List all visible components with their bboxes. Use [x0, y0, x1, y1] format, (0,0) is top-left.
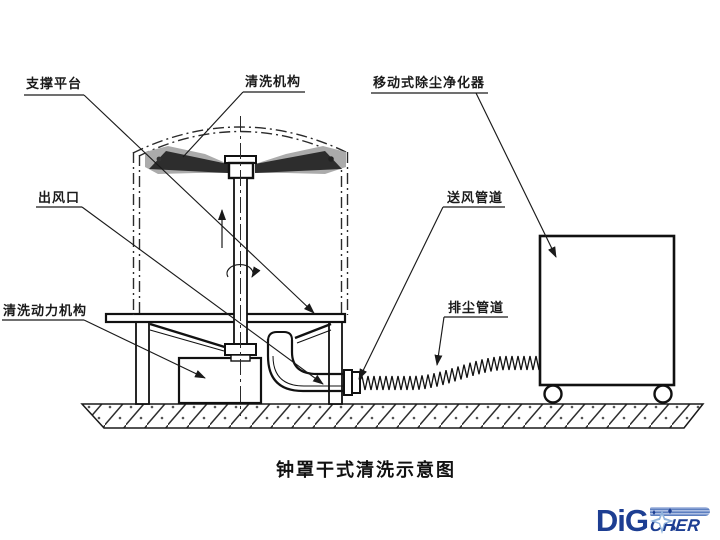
cleaning-mechanism-fan: [145, 146, 346, 180]
elbow-duct: [266, 331, 361, 396]
leader-support-platform: [83, 94, 315, 314]
purifier-wheel-left: [543, 384, 563, 404]
leader-power-unit: [83, 319, 206, 379]
support-platform: [104, 312, 347, 405]
leader-cleaning-mechanism: [182, 91, 244, 158]
mobile-dust-purifier: [538, 234, 676, 404]
label-air-outlet: 出风口: [38, 190, 80, 205]
logo-sparkle-icon: [650, 508, 676, 534]
central-shaft: [218, 116, 261, 416]
coiled-hose: [358, 355, 541, 391]
figure-caption: 钟罩干式清洗示意图: [276, 460, 456, 480]
platform-leg-left: [135, 321, 150, 405]
cleaning-power-unit-box: [177, 356, 263, 405]
label-support-platform: 支撑平台: [25, 76, 82, 91]
leader-dust-exhaust-duct: [434, 316, 445, 366]
leader-air-supply-duct: [358, 206, 444, 380]
platform-slab: [104, 312, 347, 324]
digcher-logo: DiG CHER: [595, 502, 710, 538]
logo-text-primary: DiG: [595, 502, 649, 538]
rotation-arrow: [226, 263, 261, 278]
outlet-funnel: [149, 322, 332, 350]
purifier-wheel-right: [653, 384, 673, 404]
leader-mobile-purifier: [475, 92, 557, 258]
leader-air-outlet: [81, 206, 324, 385]
label-mobile-dust-purifier: 移动式除尘净化器: [373, 75, 485, 90]
label-cleaning-power-unit: 清洗动力机构: [3, 303, 87, 318]
label-air-supply-duct: 送风管道: [446, 190, 503, 205]
hose-connector: [343, 369, 353, 396]
label-dust-exhaust-duct: 排尘管道: [448, 300, 504, 315]
hose-connector-flange: [351, 371, 361, 394]
ground-hatch: [80, 403, 705, 429]
logo-beam: [650, 507, 710, 516]
label-underlines: [2, 91, 508, 321]
outlet-funnel-inner: [149, 329, 332, 352]
label-cleaning-mechanism: 清洗机构: [245, 74, 301, 89]
leader-lines: [81, 91, 557, 385]
